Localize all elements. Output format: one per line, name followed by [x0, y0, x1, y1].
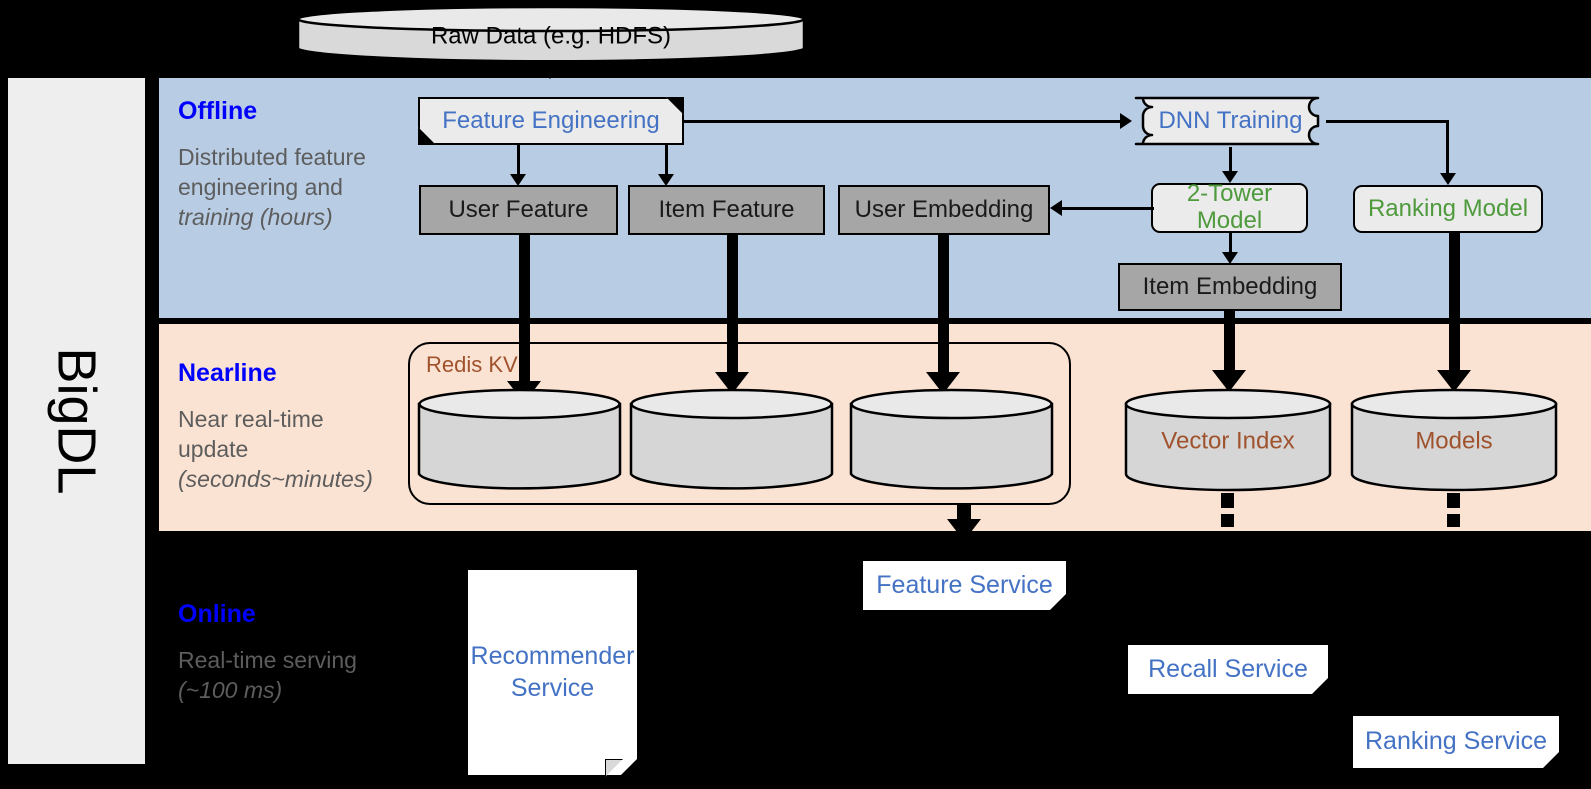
models-label: Models — [1415, 427, 1493, 455]
connector-fe-dnn — [684, 120, 1122, 123]
connector-redis-featureservice-stub — [957, 505, 971, 521]
node-ranking-service[interactable]: Ranking Service — [1353, 716, 1559, 768]
node-feature-service[interactable]: Feature Service — [863, 561, 1066, 610]
arrowhead-dnn-ranking — [1440, 173, 1456, 185]
store-cylinder-1[interactable] — [417, 388, 622, 492]
connector-dnn-ranking-v — [1446, 120, 1449, 175]
redis-kv-container — [408, 342, 1071, 505]
node-user-feature[interactable]: User Feature — [419, 185, 618, 235]
cylinder-icon — [296, 5, 806, 63]
user-feature-label: User Feature — [448, 195, 589, 223]
item-feature-label: Item Feature — [658, 195, 795, 223]
connector-dash-models-2 — [1447, 514, 1460, 527]
connector-fe-itemfeature — [665, 145, 668, 177]
bigdl-label: BigDL — [46, 347, 107, 495]
feature-engineering-label: Feature Engineering — [418, 97, 684, 145]
node-user-embedding[interactable]: User Embedding — [838, 185, 1050, 235]
arrowhead-fe-userfeature — [510, 174, 526, 186]
connector-twotower-itemembedding — [1229, 233, 1232, 255]
arrowhead-itemfeature-store — [715, 372, 749, 394]
arrowhead-rankingmodel-models — [1437, 370, 1471, 392]
feature-service-label: Feature Service — [876, 570, 1053, 599]
arrowhead-userembedding-store — [926, 372, 960, 394]
redis-kv-label: Redis KV — [426, 352, 518, 377]
arrowhead-rawdata-fe — [537, 62, 563, 79]
node-item-feature[interactable]: Item Feature — [628, 185, 825, 235]
store-cylinder-2[interactable] — [629, 388, 834, 492]
node-recall-service[interactable]: Recall Service — [1128, 645, 1328, 694]
arrowhead-fe-itemfeature — [658, 174, 674, 186]
band-desc-nearline: Near real-time update (seconds~minutes) — [178, 406, 373, 492]
connector-dnn-twotower — [1229, 147, 1232, 173]
dnn-training-label: DNN Training — [1158, 107, 1303, 134]
ranking-service-label: Ranking Service — [1364, 727, 1548, 756]
node-ranking-model[interactable]: Ranking Model — [1353, 185, 1543, 233]
connector-dash-vectorindex-2 — [1221, 514, 1234, 527]
connector-twotower-userembedding — [1062, 207, 1154, 210]
recommender-service-label: Recommender Service — [470, 642, 635, 702]
band-title-nearline: Nearline — [178, 359, 277, 387]
vector-index-label: Vector Index — [1161, 427, 1295, 455]
ranking-model-label: Ranking Model — [1367, 194, 1529, 222]
arrowhead-redis-featureservice — [947, 519, 981, 541]
arrowhead-twotower-itemembedding — [1222, 252, 1238, 264]
item-embedding-label: Item Embedding — [1142, 272, 1318, 300]
store-cylinder-3[interactable] — [849, 388, 1054, 492]
arrowhead-dnn-twotower — [1222, 171, 1238, 183]
connector-dnn-ranking-h — [1326, 120, 1449, 123]
connector-itemembedding-vectorindex — [1224, 311, 1235, 376]
connector-dash-models-1 — [1447, 493, 1460, 508]
band-desc-online: Real-time serving (~100 ms) — [178, 647, 357, 703]
two-tower-model-label: 2-Tower Model — [1186, 180, 1273, 234]
connector-rankingmodel-models — [1449, 233, 1460, 376]
connector-itemfeature-store — [727, 235, 738, 378]
node-recommender-service[interactable]: Recommender Service — [468, 570, 637, 775]
models-store[interactable]: Models — [1350, 388, 1558, 492]
node-dnn-training[interactable]: DNN Training — [1133, 95, 1328, 147]
node-item-embedding[interactable]: Item Embedding — [1118, 263, 1342, 311]
band-title-offline: Offline — [178, 97, 258, 125]
node-feature-engineering[interactable]: Feature Engineering — [418, 97, 684, 145]
recall-service-label: Recall Service — [1148, 654, 1308, 683]
raw-data-store: Raw Data (e.g. HDFS) — [296, 5, 806, 63]
user-embedding-label: User Embedding — [854, 195, 1034, 223]
connector-fe-userfeature — [517, 145, 520, 177]
band-title-online: Online — [178, 600, 256, 628]
band-desc-offline: Distributed feature engineering and trai… — [178, 144, 366, 230]
bigdl-rail: BigDL — [6, 76, 147, 766]
connector-userfeature-store — [519, 235, 530, 387]
raw-data-label: Raw Data (e.g. HDFS) — [430, 22, 672, 50]
node-two-tower-model[interactable]: 2-Tower Model — [1151, 180, 1308, 234]
connector-userembedding-store — [938, 235, 949, 378]
arrowhead-itemembedding-vectorindex — [1212, 370, 1246, 392]
arrowhead-twotower-userembedding — [1050, 200, 1062, 216]
vector-index-store[interactable]: Vector Index — [1124, 388, 1332, 492]
connector-dash-vectorindex-1 — [1221, 493, 1234, 508]
arrowhead-fe-dnn — [1120, 113, 1132, 129]
